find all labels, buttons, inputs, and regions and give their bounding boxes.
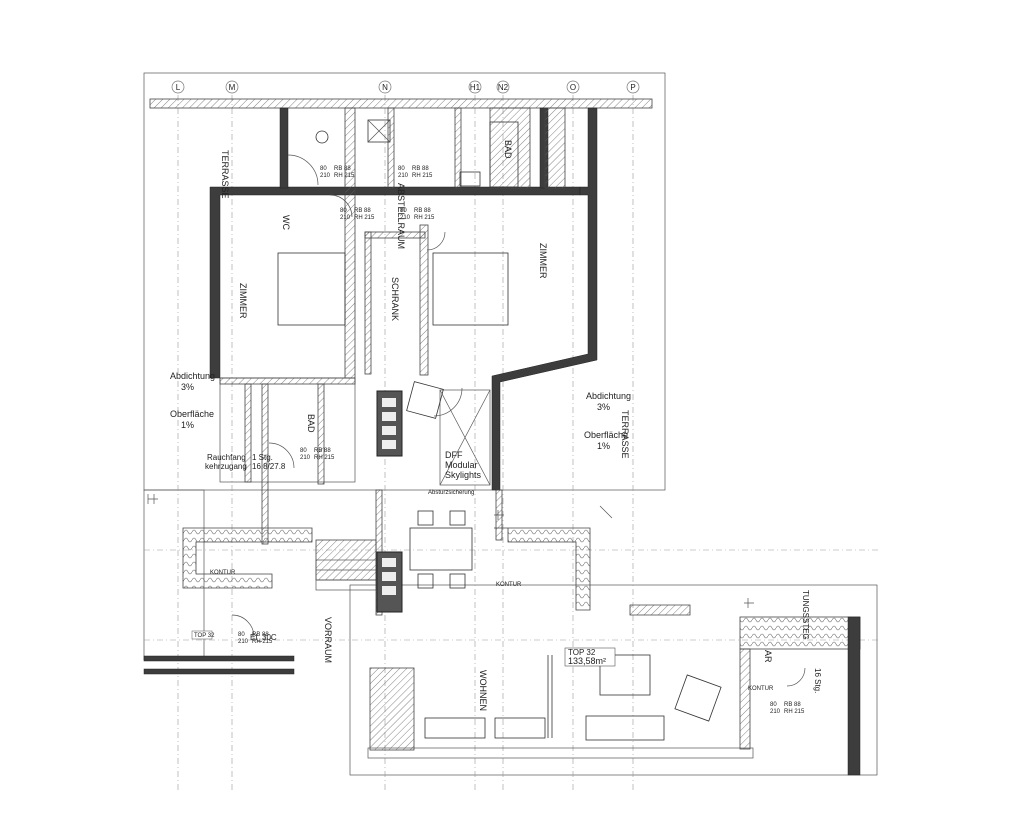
furniture	[277, 119, 722, 741]
north-parapet	[149, 98, 653, 109]
svg-text:RH 215: RH 215	[412, 173, 433, 179]
svg-text:RH 215: RH 215	[354, 215, 375, 221]
svg-text:RH 215: RH 215	[414, 215, 435, 221]
terrace-deck	[143, 72, 666, 491]
axis-label: P	[630, 83, 635, 92]
unit-label: TOP 32	[568, 648, 596, 657]
door-swings	[231, 154, 806, 687]
unit-area: 133,58m²	[568, 656, 606, 666]
svg-text:RB 88: RB 88	[784, 702, 801, 708]
svg-text:210: 210	[770, 709, 781, 715]
svg-text:210: 210	[400, 215, 411, 221]
room-label-zimmer: ZIMMER	[538, 243, 548, 279]
room-label-bad: BAD	[306, 414, 316, 433]
svg-text:RB 88: RB 88	[414, 208, 431, 214]
svg-text:RB 88: RB 88	[412, 166, 429, 172]
svg-text:RB 88: RB 88	[252, 632, 269, 638]
svg-text:210: 210	[398, 173, 409, 179]
svg-text:RH 215: RH 215	[334, 173, 355, 179]
note-dff: Skylights	[445, 470, 482, 480]
lower-outline	[349, 584, 878, 776]
axis-label: M	[229, 83, 236, 92]
svg-text:210: 210	[320, 173, 331, 179]
svg-text:RH 215: RH 215	[252, 639, 273, 645]
room-label-terrasse: TERRASSE	[620, 410, 630, 459]
room-label-terrasse: TERRASSE	[220, 150, 230, 199]
room-labels: TERRASSE WC ABSTELLRAUM ZIMMER SCHRANK Z…	[220, 140, 773, 711]
room-label-schrank: SCHRANK	[390, 277, 400, 321]
svg-text:80: 80	[770, 702, 777, 708]
note-absturz: Absturzsicherung	[428, 490, 474, 496]
room-label-vorraum: VORRAUM	[323, 617, 333, 663]
note-kontur: KONTUR	[496, 582, 522, 588]
note-fire-rating: EI_30C	[250, 633, 277, 642]
svg-text:210: 210	[300, 455, 311, 461]
room-label-bad: BAD	[503, 140, 513, 159]
note-stair-ratio: 16.8/27.8	[252, 462, 286, 471]
note-rauchfang: kehrzugang	[205, 462, 247, 471]
axis-label: O	[570, 83, 576, 92]
svg-text:210: 210	[238, 639, 249, 645]
section-markers	[147, 494, 754, 608]
note-oberflaeche: Oberfläche	[170, 409, 214, 419]
svg-text:RB 88: RB 88	[354, 208, 371, 214]
svg-text:80: 80	[300, 448, 307, 454]
note-abdichtung: Abdichtung	[170, 371, 215, 381]
svg-text:80: 80	[398, 166, 405, 172]
note-dff: Modular	[445, 460, 478, 470]
grid-axis-bubbles: L M N H1 N2 O P	[171, 80, 640, 94]
svg-text:80: 80	[340, 208, 347, 214]
axis-label: L	[176, 83, 181, 92]
note-kontur: KONTUR	[210, 570, 236, 576]
note-stair-steps: 16 Stg.	[813, 668, 822, 693]
svg-text:RH 215: RH 215	[314, 455, 335, 461]
interior-walls	[219, 107, 566, 545]
annotations: Abdichtung 3% Oberfläche 1% Abdichtung 3…	[170, 371, 822, 693]
note-slope: 1%	[181, 420, 194, 430]
note-rauchfang: Rauchfang	[207, 453, 246, 462]
axis-label: H1	[470, 83, 481, 92]
svg-text:80: 80	[238, 632, 245, 638]
stair-elements	[315, 389, 491, 613]
note-oberflaeche: Oberfläche	[584, 430, 628, 440]
svg-text:RB 88: RB 88	[314, 448, 331, 454]
note-slope: 3%	[181, 382, 194, 392]
note-walkway: TUNGSSTEG	[801, 590, 810, 640]
room-label-zimmer: ZIMMER	[238, 283, 248, 319]
note-slope: 3%	[597, 402, 610, 412]
note-slope: 1%	[597, 441, 610, 451]
unit-label-small: TOP 32	[194, 633, 215, 639]
room-label-wohnen: WOHNEN	[478, 670, 488, 711]
svg-text:210: 210	[340, 215, 351, 221]
svg-text:RH 215: RH 215	[784, 709, 805, 715]
room-label-wc: WC	[281, 215, 291, 230]
axis-label: N2	[498, 83, 509, 92]
svg-text:80: 80	[320, 166, 327, 172]
note-dff: DFF	[445, 450, 463, 460]
svg-text:RB 88: RB 88	[334, 166, 351, 172]
note-kontur: KONTUR	[748, 686, 774, 692]
room-label-ar: AR	[763, 650, 773, 663]
note-abdichtung: Abdichtung	[586, 391, 631, 401]
svg-text:80: 80	[400, 208, 407, 214]
room-label-abstellraum: ABSTELLRAUM	[396, 183, 406, 249]
note-stair-steps: 1 Stg.	[252, 453, 273, 462]
axis-label: N	[382, 83, 388, 92]
